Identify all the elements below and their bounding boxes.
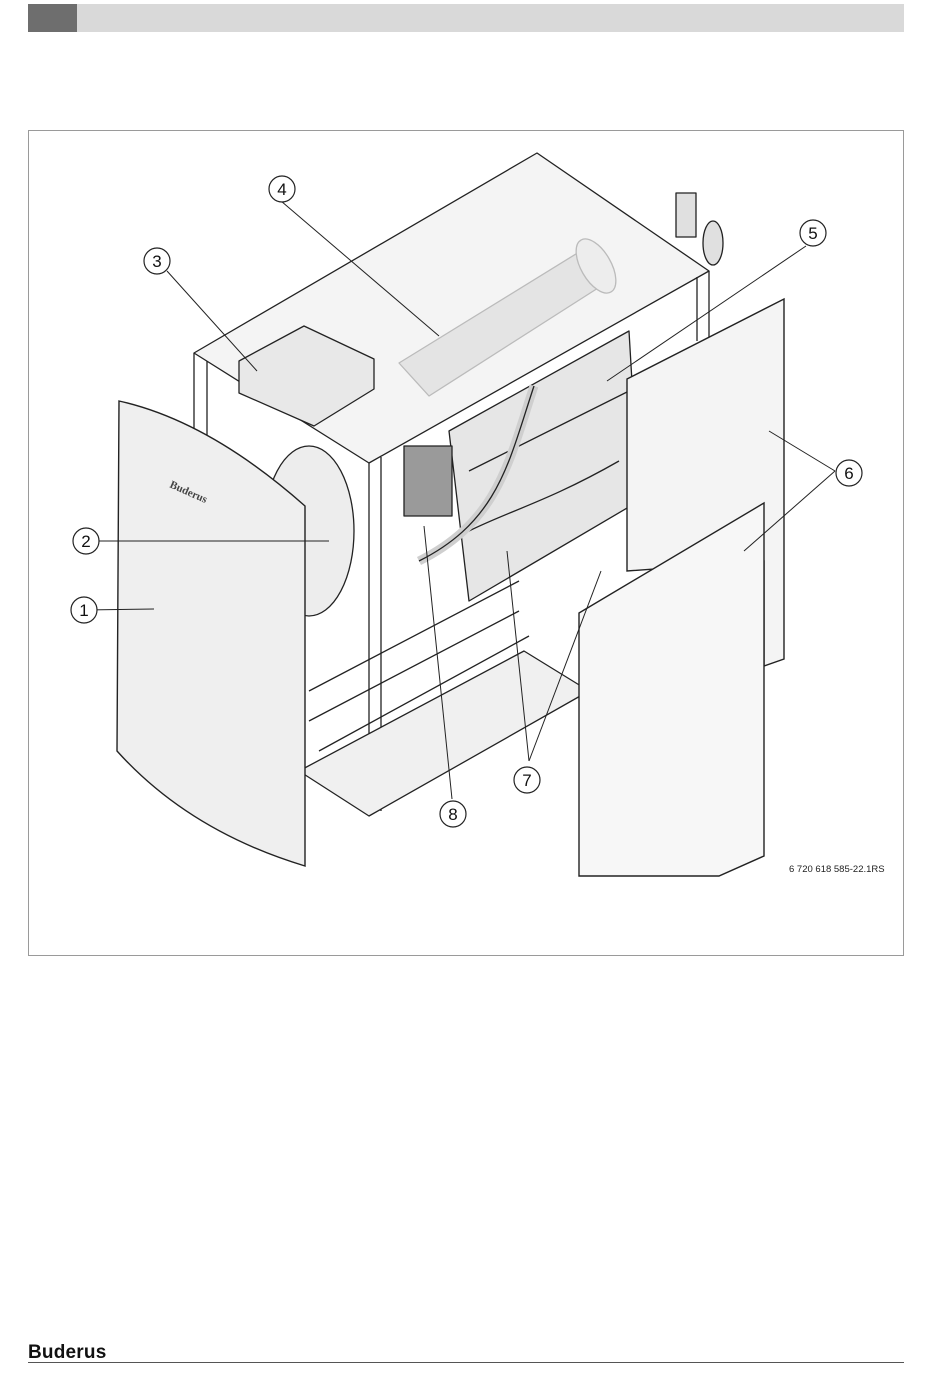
callout-label-3: 3 (152, 252, 161, 271)
callout-label-4: 4 (277, 180, 286, 199)
side-panel-lower (579, 503, 764, 876)
figure-reference-code: 6 720 618 585-22.1RS (789, 864, 885, 875)
footer-divider (28, 1362, 904, 1363)
callout-label-8: 8 (448, 805, 457, 824)
callout-label-2: 2 (81, 532, 90, 551)
footer-brand-logo: Buderus (28, 1342, 106, 1364)
callout-label-5: 5 (808, 224, 817, 243)
base-frame (299, 651, 589, 816)
boiler-illustration: Buderus 1 (29, 131, 905, 957)
callout-label-7: 7 (522, 771, 531, 790)
header-section-tab (28, 4, 77, 32)
boiler-exploded-figure: Buderus 1 (28, 130, 904, 956)
callout-label-6: 6 (844, 464, 853, 483)
callout-label-1: 1 (79, 601, 88, 620)
header-bar (28, 4, 904, 32)
control-unit (404, 446, 452, 516)
